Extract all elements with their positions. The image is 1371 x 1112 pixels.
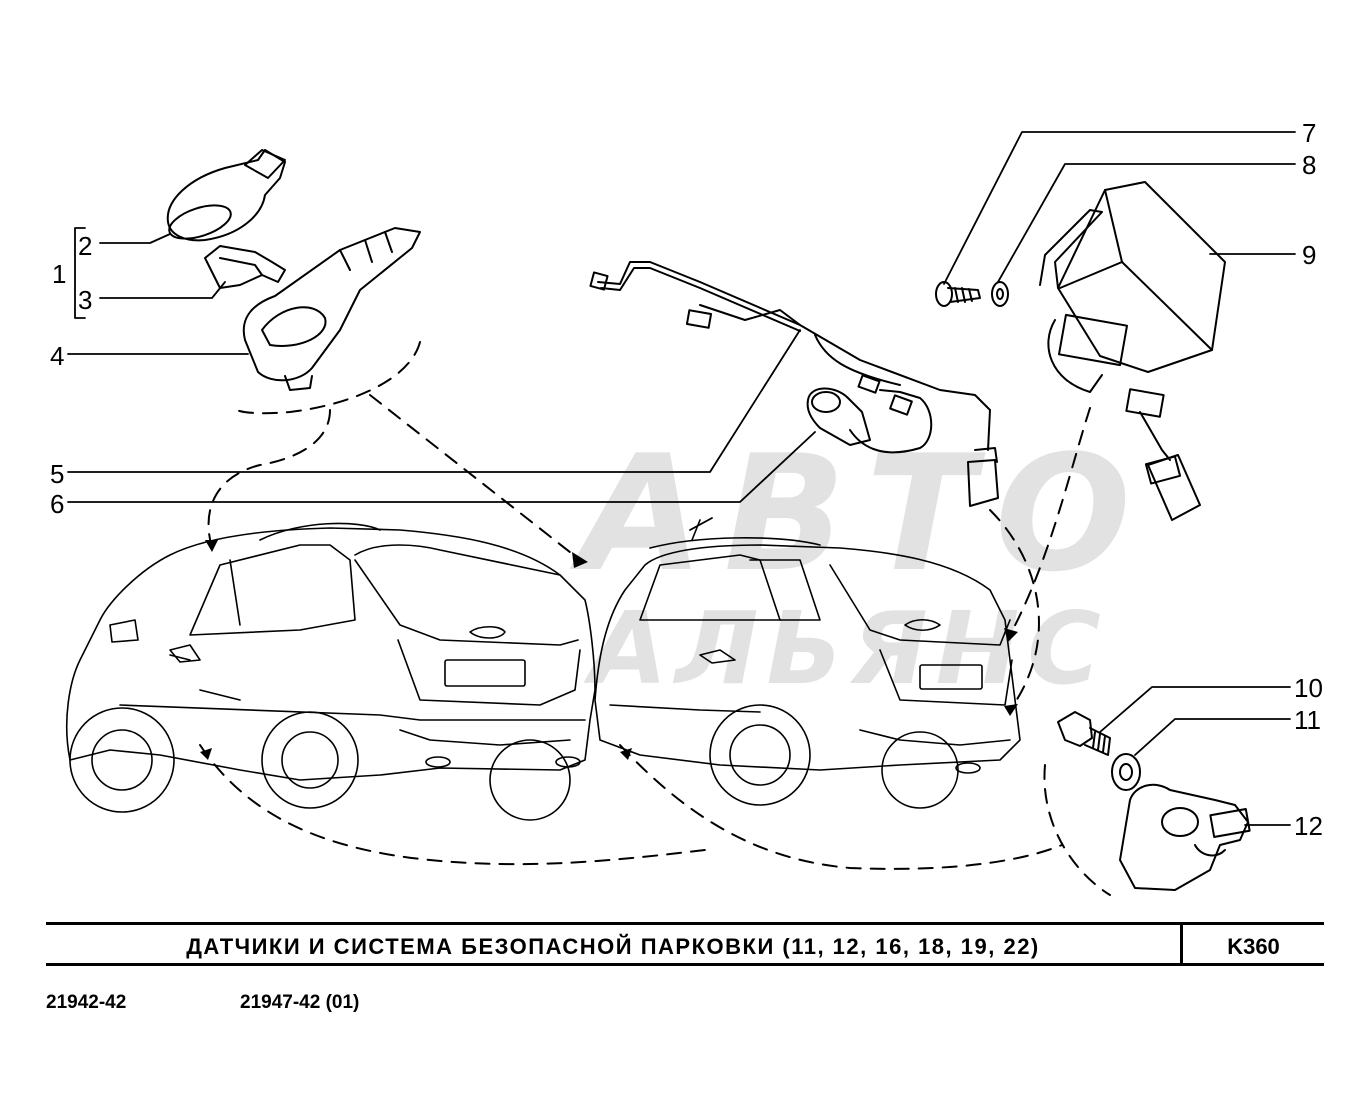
callout-2: 2 <box>78 231 93 261</box>
callout-12: 12 <box>1294 811 1323 841</box>
title-divider <box>1180 925 1183 963</box>
diagram-title: ДАТЧИКИ И СИСТЕМА БЕЗОПАСНОЙ ПАРКОВКИ (1… <box>186 934 1040 959</box>
callout-6: 6 <box>50 489 65 519</box>
sensor-clip-part <box>204 245 286 289</box>
sensor-holder-part <box>242 227 421 391</box>
wiring-harness-part <box>589 261 999 507</box>
toothed-washer-part <box>1111 753 1141 791</box>
leader-lines <box>67 131 1296 826</box>
sensor-cap-part <box>166 149 286 242</box>
callout-7: 7 <box>1302 118 1317 148</box>
screw-part <box>935 281 981 307</box>
callout-9: 9 <box>1302 240 1317 270</box>
model-number-2: 21947-42 (01) <box>240 992 360 1013</box>
model-number-1: 21942-42 <box>46 992 127 1013</box>
control-unit-part <box>1039 181 1226 521</box>
dashed-location-lines <box>199 341 1111 896</box>
watermark-line2: АЛЬЯНС <box>590 590 1109 707</box>
washer-part <box>991 281 1009 307</box>
title-bar: ДАТЧИКИ И СИСТЕМА БЕЗОПАСНОЙ ПАРКОВКИ (1… <box>46 922 1324 966</box>
callout-1: 1 <box>52 259 67 289</box>
callout-10: 10 <box>1294 673 1323 703</box>
callout-5: 5 <box>50 459 65 489</box>
callout-11: 11 <box>1294 705 1321 735</box>
callout-4: 4 <box>50 341 65 371</box>
speed-sensor-part <box>1119 783 1251 891</box>
arrow-heads <box>200 540 1018 760</box>
callout-8: 8 <box>1302 150 1317 180</box>
car-right <box>594 519 1021 809</box>
page-code: K360 <box>1227 934 1280 959</box>
bolt-part <box>1057 711 1111 756</box>
watermark-line1: АВТО <box>580 420 1151 607</box>
callout-3: 3 <box>78 285 93 315</box>
buzzer-part <box>806 387 871 446</box>
car-left <box>65 522 596 821</box>
